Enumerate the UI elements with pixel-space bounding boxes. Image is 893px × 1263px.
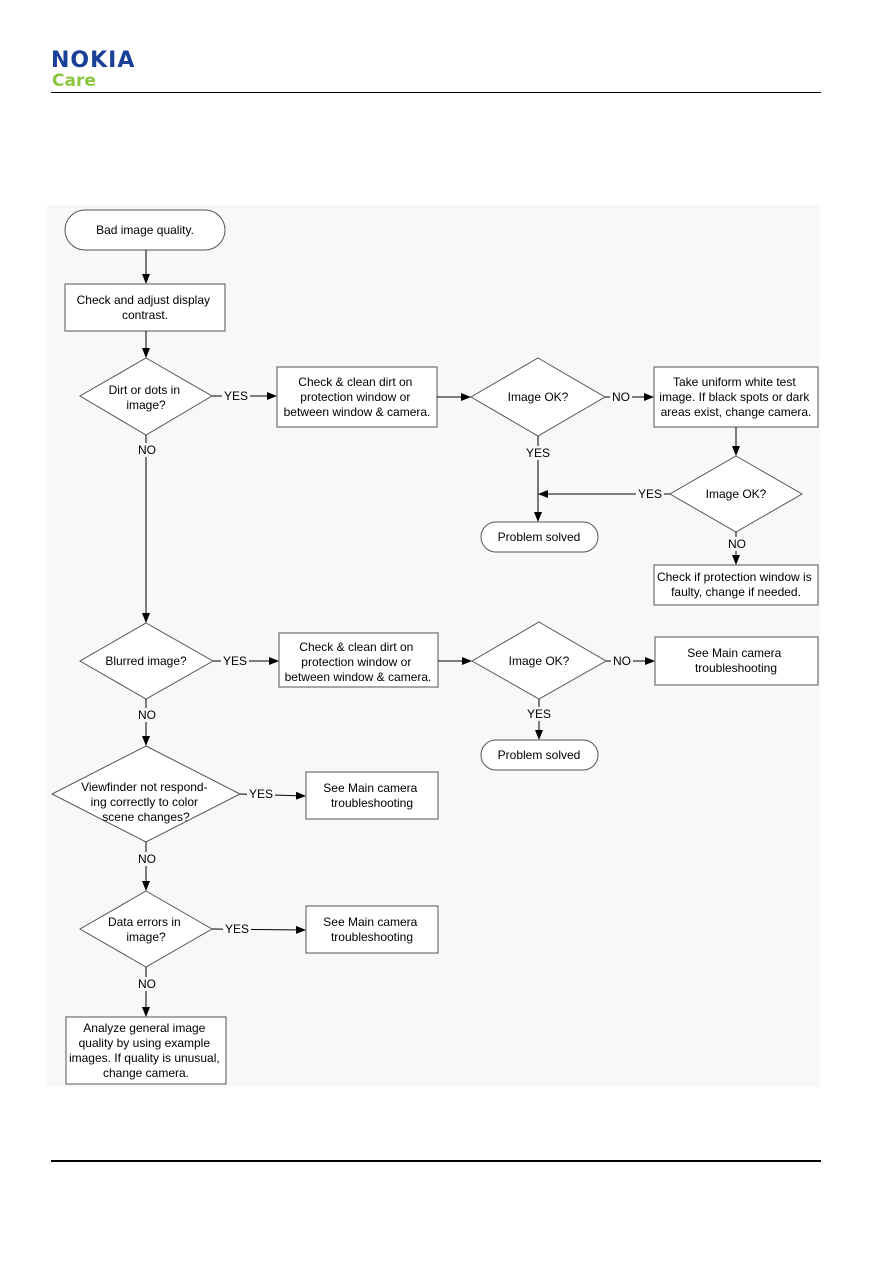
care-logo: Care [52,71,96,91]
clean-box-2 [278,632,439,688]
footer-divider [51,1160,821,1162]
problem-solved-label-1: Problem solved [498,530,581,544]
see-main-camera-box-1 [654,636,819,686]
clean-label-1: Check & clean dirt on protection window … [284,375,431,419]
start-terminator [64,209,226,251]
yes-label: YES [224,389,248,403]
analyze-quality-box [65,1016,227,1085]
problem-solved-label-2: Problem solved [498,748,581,762]
yes-label: YES [223,654,247,668]
see-main-camera-box-3 [305,905,439,954]
no-label: NO [138,708,156,722]
yes-label: YES [225,922,249,936]
see-main-camera-label-2: See Main camera troubleshooting [323,781,420,810]
adjust-contrast-label: Check and adjust display contrast. [77,293,214,322]
no-label: NO [612,390,630,404]
blurred-question: Blurred image? [105,654,187,668]
no-label: NO [138,977,156,991]
no-label: NO [138,443,156,457]
clean-box-1 [276,366,438,428]
protection-window-label: Check if protection window is faulty, ch… [657,570,815,599]
yes-label: YES [638,487,662,501]
see-main-camera-box-2 [305,771,439,820]
no-label: NO [613,654,631,668]
white-test-label: Take uniform white test image. If black … [659,375,812,419]
analyze-quality-label: Analyze general image quality by using e… [69,1021,223,1080]
protection-window-box [653,564,819,606]
data-errors-question: Data errors in image? [108,915,184,944]
problem-solved-terminator-2 [480,739,599,771]
clean-label-2: Check & clean dirt on protection window … [285,640,432,684]
yes-label: YES [249,787,273,801]
no-label: NO [138,852,156,866]
header-divider [51,92,821,93]
yes-label: YES [527,707,551,721]
problem-solved-terminator-1 [480,521,599,553]
yes-label: YES [526,446,550,460]
see-main-camera-label-1: See Main camera troubleshooting [687,646,784,675]
see-main-camera-label-3: See Main camera troubleshooting [323,915,420,944]
nokia-logo: NOKIA [51,48,136,73]
no-label: NO [728,537,746,551]
image-ok-question-1: Image OK? [508,390,569,404]
adjust-contrast-box [64,283,226,332]
white-test-box [653,366,819,428]
image-ok-question-2: Image OK? [706,487,767,501]
image-ok-question-3: Image OK? [509,654,570,668]
dirt-question: Dirt or dots in image? [109,383,184,412]
start-label: Bad image quality. [96,223,194,237]
viewfinder-question: Viewfinder not respond- ing correctly to… [81,780,211,824]
